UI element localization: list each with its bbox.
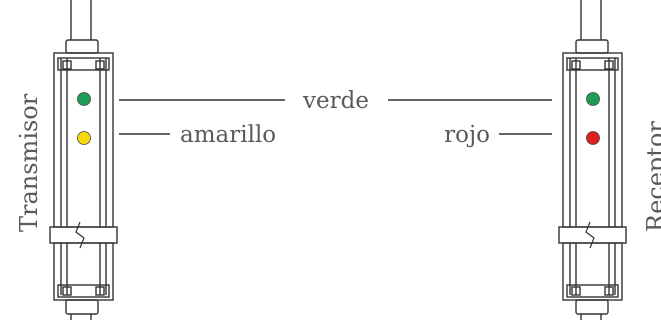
receptor-label: Receptor <box>642 121 661 232</box>
transmisor-label: Transmisor <box>15 93 43 232</box>
transmitter-yellow-led <box>77 131 91 145</box>
transmitter-break-clamp <box>49 226 118 244</box>
verde-label: verde <box>302 88 369 114</box>
transmitter-bottom-cap <box>65 299 99 315</box>
transmitter-device <box>49 0 118 320</box>
receiver-bottom-cap <box>575 299 609 315</box>
rojo-label: rojo <box>444 122 490 148</box>
receiver-green-led <box>586 92 600 106</box>
receiver-red-led <box>586 131 600 145</box>
amarillo-label: amarillo <box>180 122 276 148</box>
transmitter-top-cap <box>65 39 99 54</box>
receiver-top-cap <box>575 39 609 54</box>
transmitter-green-led <box>77 92 91 106</box>
receiver-device <box>558 0 627 320</box>
